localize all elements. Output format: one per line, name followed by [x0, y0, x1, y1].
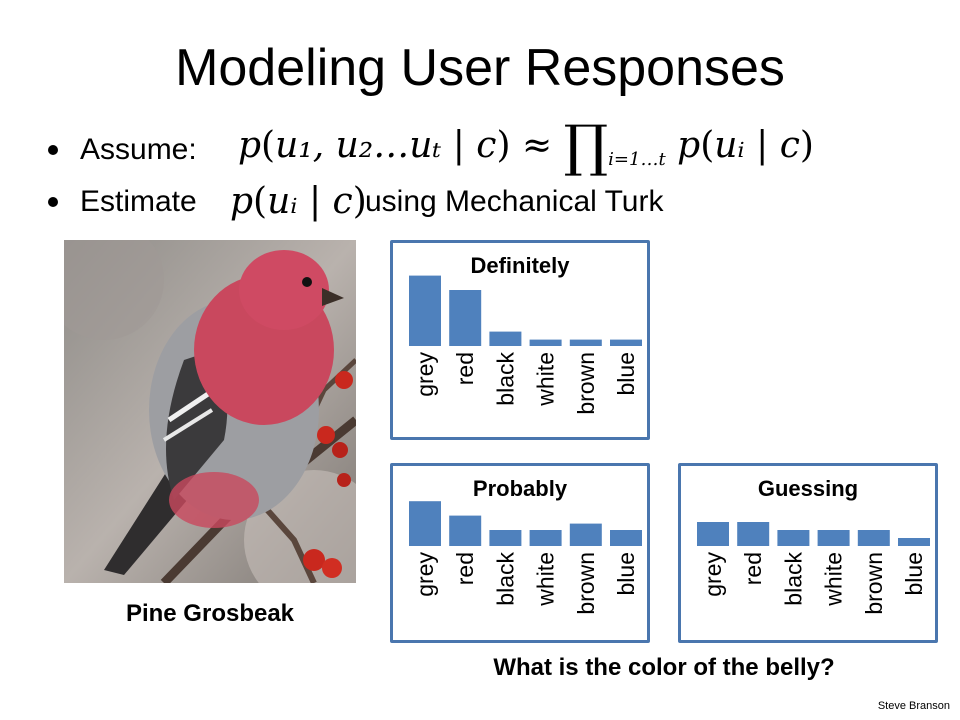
bullet-assume: Assume: — [48, 130, 197, 170]
credit-text: Steve Branson — [877, 700, 950, 712]
assume-formula: p(u₁, u₂…uₜ | c) ≈ ∏i=1…t p(uᵢ | c) — [238, 114, 814, 179]
bar-brown — [857, 530, 890, 546]
bar-red — [449, 515, 482, 546]
tick-label-white: white — [821, 552, 847, 607]
product-index: i=1…t — [608, 149, 666, 171]
chart-title: Probably — [473, 476, 568, 501]
bar-red — [449, 290, 482, 346]
product-symbol: ∏ — [563, 114, 609, 179]
assume-lhs-given: c — [476, 125, 497, 166]
bar-white — [529, 339, 562, 346]
photo-caption: Pine Grosbeak — [125, 600, 295, 627]
bar-black — [489, 530, 522, 546]
bar-white — [817, 530, 850, 546]
bar-black — [777, 530, 810, 546]
tick-label-grey: grey — [412, 352, 438, 397]
bar-grey — [409, 501, 441, 546]
approx-symbol: ≈ — [521, 125, 553, 166]
tick-label-red: red — [452, 352, 478, 385]
tick-label-red: red — [452, 552, 478, 585]
tick-label-white: white — [533, 352, 559, 407]
bar-white — [529, 530, 562, 546]
bar-blue — [898, 538, 930, 546]
chart-title: Definitely — [470, 253, 570, 278]
assume-lhs-args: u₁, u₂…uₜ — [275, 125, 442, 166]
bar-blue — [610, 339, 642, 346]
chart-title: Guessing — [758, 476, 858, 501]
assume-rhs-arg: uᵢ — [714, 125, 745, 166]
bullet-estimate-suffix: using Mechanical Turk — [365, 182, 663, 222]
tick-label-black: black — [780, 552, 806, 606]
bar-blue — [610, 530, 642, 546]
tick-label-grey: grey — [700, 552, 726, 597]
bullet-assume-label: Assume: — [80, 133, 197, 166]
estimate-given: c — [332, 181, 353, 222]
estimate-formula: p(uᵢ | c) — [230, 181, 367, 222]
bar-red — [737, 522, 770, 546]
tick-label-blue: blue — [613, 352, 639, 395]
bullet-estimate-label: Estimate — [80, 185, 197, 218]
tick-label-brown: brown — [573, 352, 599, 415]
tick-label-blue: blue — [613, 552, 639, 595]
tick-label-blue: blue — [901, 552, 927, 595]
bullet-dot — [48, 145, 58, 155]
tick-label-black: black — [492, 352, 518, 406]
bar-brown — [569, 523, 602, 546]
tick-label-black: black — [492, 552, 518, 606]
bullet-estimate: Estimate — [48, 182, 197, 222]
tick-label-red: red — [740, 552, 766, 585]
tick-label-white: white — [533, 552, 559, 607]
tick-label-brown: brown — [861, 552, 887, 615]
tick-label-brown: brown — [573, 552, 599, 615]
bar-grey — [409, 275, 441, 346]
estimate-suffix: using Mechanical Turk — [365, 185, 664, 218]
assume-rhs-given: c — [779, 125, 800, 166]
bird-photo — [64, 240, 356, 583]
slide-title: Modeling User Responses — [175, 39, 785, 97]
tick-label-grey: grey — [412, 552, 438, 597]
question-text: What is the color of the belly? — [493, 654, 835, 681]
bar-grey — [697, 522, 729, 546]
bar-brown — [569, 339, 602, 346]
bar-black — [489, 331, 522, 346]
bullet-dot — [48, 197, 58, 207]
estimate-arg: uᵢ — [267, 181, 298, 222]
